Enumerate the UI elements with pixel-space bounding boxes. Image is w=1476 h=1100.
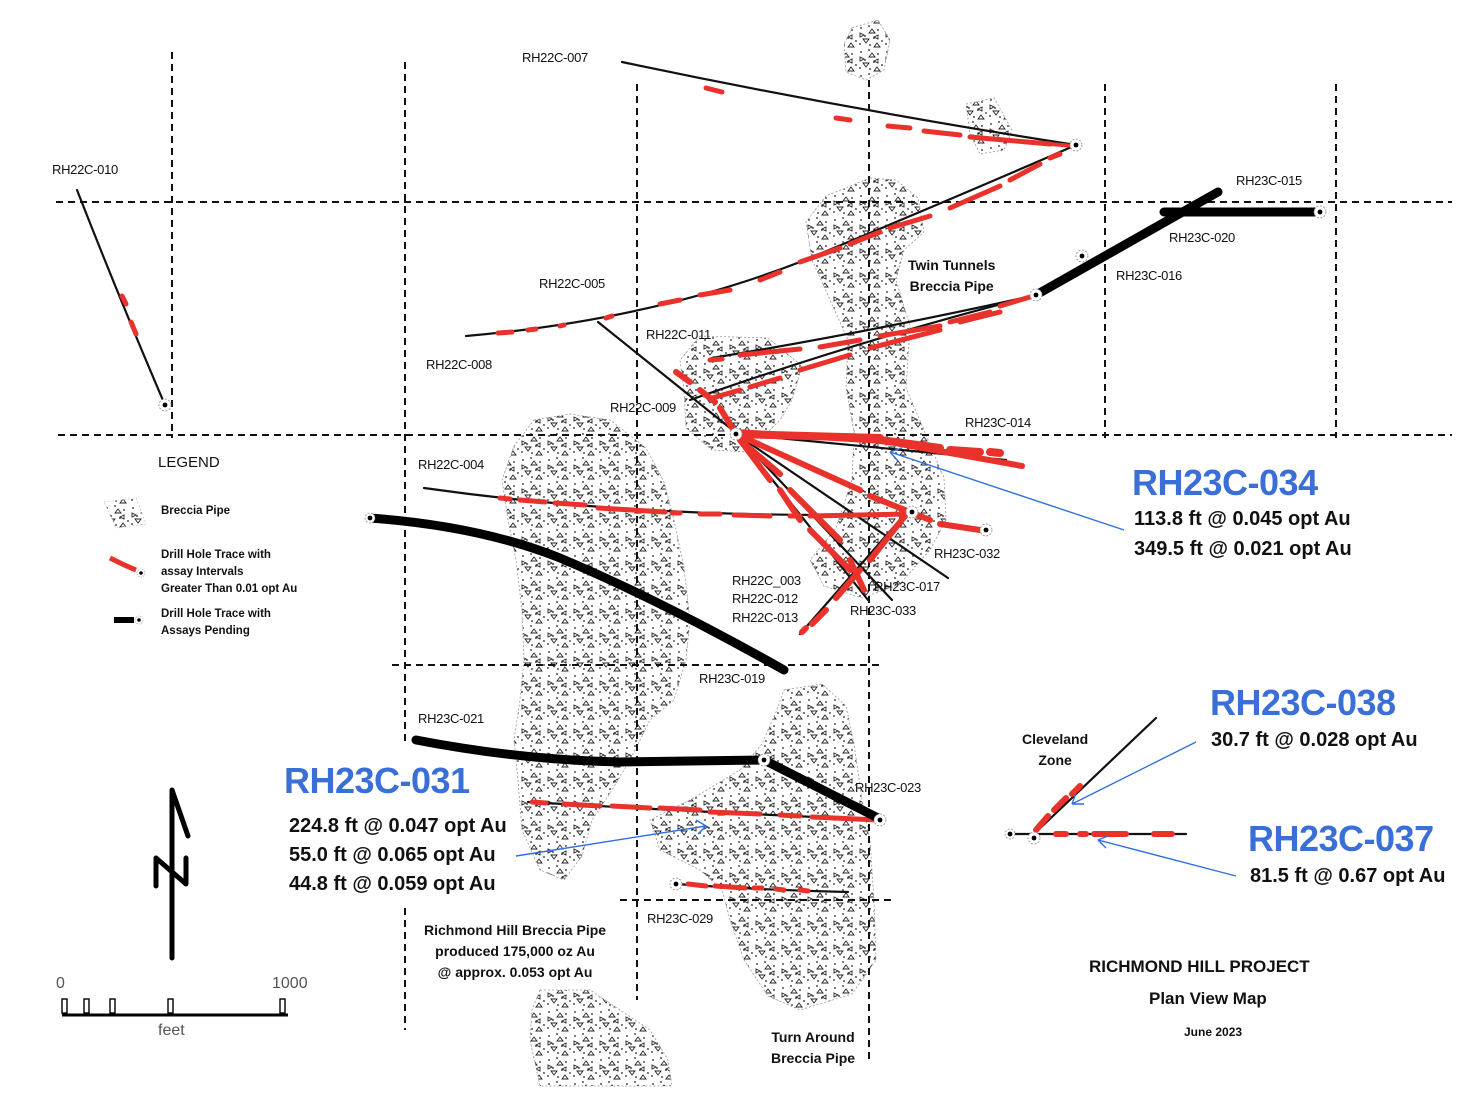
callout-intercept: 55.0 ft @ 0.065 opt Au <box>289 844 496 866</box>
callout-intercept: 224.8 ft @ 0.047 opt Au <box>289 815 507 837</box>
hole-label: RH22C-005 <box>539 276 605 291</box>
hole-label: RH23C-017 <box>874 579 940 594</box>
callout-title-RH23C-031: RH23C-031 <box>284 760 470 801</box>
callout-intercept: 113.8 ft @ 0.045 opt Au <box>1134 508 1351 530</box>
legend-item-assayed: Drill Hole Trace with assay Intervals Gr… <box>161 547 297 598</box>
callout-intercept: 349.5 ft @ 0.021 opt Au <box>1134 538 1352 560</box>
arrow-RH23C-038 <box>1071 741 1197 805</box>
pipe-name-line: Breccia Pipe <box>909 278 994 294</box>
arrow-RH23C-037 <box>1097 835 1237 877</box>
pipe-name-cleveland: Cleveland Zone <box>1022 729 1088 771</box>
trace-RH22C-007 <box>620 60 1078 147</box>
hole-label: RH22C-007 <box>522 50 588 65</box>
callout-intercept: 44.8 ft @ 0.059 opt Au <box>289 873 496 895</box>
hole-label: RH22C-013 <box>732 610 798 625</box>
trace-RH23C-021 <box>411 735 769 767</box>
legend-item-breccia: Breccia Pipe <box>161 505 231 517</box>
legend-line: Assays Pending <box>161 625 250 637</box>
hole-label: RH23C-029 <box>647 911 713 926</box>
hole-label: RH23C-032 <box>934 546 1000 561</box>
pipe-name-line: Turn Around <box>771 1029 855 1045</box>
callout-intercept: 30.7 ft @ 0.028 opt Au <box>1211 729 1418 751</box>
legend-red-trace <box>108 555 137 573</box>
pipe-name-richmond-hill: Richmond Hill Breccia Pipe produced 175,… <box>424 920 606 983</box>
breccia-pipe-turn-around <box>649 683 877 1011</box>
legend-title: LEGEND <box>158 454 220 471</box>
pipe-name-line: Twin Tunnels <box>908 257 996 273</box>
hole-label: RH23C-020 <box>1169 230 1235 245</box>
trace-RH23C-023 <box>759 755 883 823</box>
pending-traces <box>365 187 1325 823</box>
pipe-name-turn-around: Turn Around Breccia Pipe <box>771 1027 855 1069</box>
hole-label: RH23C-033 <box>850 603 916 618</box>
trace-RH23C-019 <box>365 513 789 675</box>
grid-lines <box>56 52 1452 1062</box>
scale-bar <box>61 998 288 1017</box>
hole-label: RH22C-009 <box>610 400 676 415</box>
assay-intervals <box>119 85 1175 894</box>
breccia-pipes <box>501 19 1013 1087</box>
pipe-name-line: produced 175,000 oz Au <box>435 943 595 959</box>
hole-label: RH23C-021 <box>418 711 484 726</box>
pipe-name-line: Breccia Pipe <box>771 1050 856 1066</box>
callout-title-RH23C-037: RH23C-037 <box>1248 818 1434 859</box>
trace-RH23C-032 <box>734 432 950 580</box>
hole-label: RH23C-023 <box>855 780 921 795</box>
pipe-name-twin-tunnels: Twin Tunnels Breccia Pipe <box>908 255 995 297</box>
hole-label: RH23C-014 <box>965 415 1031 430</box>
map-date: June 2023 <box>1184 1025 1243 1039</box>
pipe-name-line: Richmond Hill Breccia Pipe <box>424 922 607 938</box>
hole-label: RH22C-010 <box>52 162 118 177</box>
callout-title-RH23C-034: RH23C-034 <box>1132 462 1318 503</box>
pipe-name-line: @ approx. 0.053 opt Au <box>437 964 593 980</box>
legend-item-pending: Drill Hole Trace with Assays Pending <box>161 606 271 640</box>
north-arrow-icon <box>153 787 191 961</box>
legend-symbols <box>103 497 147 625</box>
breccia-pipe-twin-tunnels <box>805 177 947 599</box>
arrow-RH23C-031 <box>515 819 707 857</box>
trace-RH22C-005 <box>596 320 742 438</box>
scale-end-label: 1000 <box>272 975 308 992</box>
hole-label: RH22C-012 <box>732 591 798 606</box>
map-title: RICHMOND HILL PROJECT <box>1089 957 1310 976</box>
hole-label: RH23C-016 <box>1116 268 1182 283</box>
callout-arrows <box>515 447 1237 877</box>
breccia-pipe-top-small <box>843 19 891 81</box>
collar-markers <box>158 138 1327 891</box>
legend-line: Drill Hole Trace with <box>161 549 271 561</box>
callout-intercept: 81.5 ft @ 0.67 opt Au <box>1250 865 1446 887</box>
arrow-RH23C-034 <box>889 447 1125 531</box>
scale-start-label: 0 <box>56 975 65 992</box>
hole-label: RH23C-015 <box>1236 173 1302 188</box>
hole-label: RH23C-019 <box>699 671 765 686</box>
breccia-pipe-richmond-hill <box>501 413 691 881</box>
map-subtitle: Plan View Map <box>1149 989 1267 1008</box>
breccia-pipe-south <box>529 989 673 1087</box>
legend-line: Drill Hole Trace with <box>161 608 271 620</box>
hole-label: RH22C-004 <box>418 457 484 472</box>
legend-line: Greater Than 0.01 opt Au <box>161 583 298 595</box>
scale-unit-label: feet <box>158 1022 185 1039</box>
legend-breccia-swatch <box>103 497 147 529</box>
hole-label: RH22C-011 <box>646 327 711 342</box>
breccia-pipe-small-east <box>965 97 1013 155</box>
trace-RH23C-038 <box>1032 716 1158 836</box>
callout-title-RH23C-038: RH23C-038 <box>1210 682 1396 723</box>
legend-line: assay Intervals <box>161 566 244 578</box>
hole-label: RH22C-008 <box>426 357 492 372</box>
trace-RH22C-011 <box>710 293 1038 360</box>
trace-RH22C-009 <box>688 293 1038 402</box>
pipe-name-line: Zone <box>1038 752 1072 768</box>
trace-RH22C-010 <box>75 188 167 407</box>
pipe-name-line: Cleveland <box>1022 731 1089 747</box>
hole-label: RH22C_003 <box>732 573 801 588</box>
